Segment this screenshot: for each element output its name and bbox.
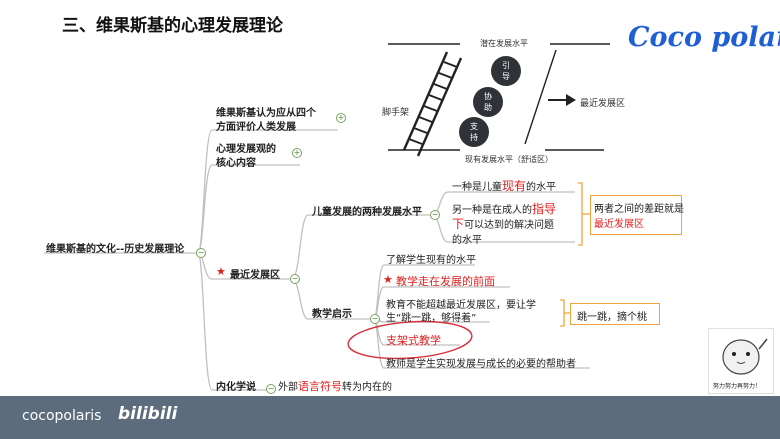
expand-icon[interactable]: +: [336, 113, 346, 123]
branch-zpd: 最近发展区: [230, 270, 280, 281]
collapse-icon[interactable]: −: [266, 384, 276, 394]
jump-note-text: 跳一跳，摘个桃: [577, 312, 647, 323]
hamster-icon: [722, 338, 768, 375]
two-levels-label: 儿童发展的两种发展水平: [312, 207, 422, 218]
hamster-sticker: 努力努力再努力！: [708, 328, 774, 394]
zpd-note-box: 两者之间的差距就是 最近发展区: [590, 195, 684, 235]
potential-level-label: 潜在发展水平: [480, 39, 528, 48]
bilibili-logo: bilibili: [118, 404, 178, 424]
level-potential-line2: 下可以达到的解决问题: [452, 217, 555, 231]
ladder-icon: [402, 51, 463, 157]
scaffold-label: 脚手架: [382, 108, 410, 118]
collapse-icon[interactable]: −: [290, 274, 300, 284]
branch-four-aspects-line1: 维果斯基认为应从四个: [216, 108, 316, 119]
branch-core-content-line1: 心理发展观的: [216, 144, 276, 155]
sticker-caption: 努力努力再努力！: [713, 383, 762, 390]
branch-core-content-line2: 核心内容: [216, 158, 256, 169]
collapse-icon[interactable]: −: [196, 248, 206, 258]
zpd-note-line1: 两者之间的差距就是: [594, 204, 684, 215]
teaching-item-3-line2: 生“跳一跳，够得着”: [386, 313, 477, 324]
page-title: 三、维果斯基的心理发展理论: [62, 16, 283, 36]
footer-bar: cocopolaris bilibili: [0, 396, 780, 439]
guide-node: 引导: [491, 56, 521, 86]
brand-logo: Coco polaris: [628, 22, 780, 53]
collapse-icon[interactable]: −: [430, 210, 440, 220]
branch-four-aspects-line2: 方面评价人类发展: [216, 122, 296, 133]
internalization-text: 外部语言符号转为内在的: [278, 380, 392, 393]
level-potential-line3: 的水平: [452, 235, 482, 246]
teaching-item-1: 了解学生现有的水平: [386, 255, 476, 266]
support-node: 支持: [459, 117, 489, 147]
mindmap-root: 维果斯基的文化--历史发展理论: [46, 244, 185, 255]
teaching-label: 教学启示: [312, 309, 352, 320]
zpd-note-line2: 最近发展区: [594, 219, 644, 230]
teaching-item-3-line1: 教育不能超越最近发展区，要让学: [386, 300, 536, 311]
teaching-item-2: 教学走在发展的前面: [396, 275, 495, 288]
arrow-right-icon: [548, 94, 576, 106]
teaching-item-5: 教师是学生实现发展与成长的必要的帮助者: [386, 359, 576, 370]
actual-level-label: 现有发展水平（舒适区）: [465, 155, 553, 164]
jump-note-box: 跳一跳，摘个桃: [570, 303, 660, 325]
star-icon: ★: [216, 265, 226, 278]
star-icon: ★: [383, 273, 393, 286]
collapse-icon[interactable]: −: [370, 314, 380, 324]
assist-node: 协助: [473, 87, 503, 117]
footer-brand: cocopolaris: [22, 408, 102, 424]
expand-icon[interactable]: +: [292, 148, 302, 158]
level-potential-line1: 另一种是在成人的指导: [452, 202, 557, 216]
branch-internalization: 内化学说: [216, 382, 256, 393]
teaching-item-4: 支架式教学: [386, 334, 441, 347]
level-actual: 一种是儿童现有的水平: [452, 179, 557, 193]
zpd-arrow-label: 最近发展区: [580, 99, 626, 109]
